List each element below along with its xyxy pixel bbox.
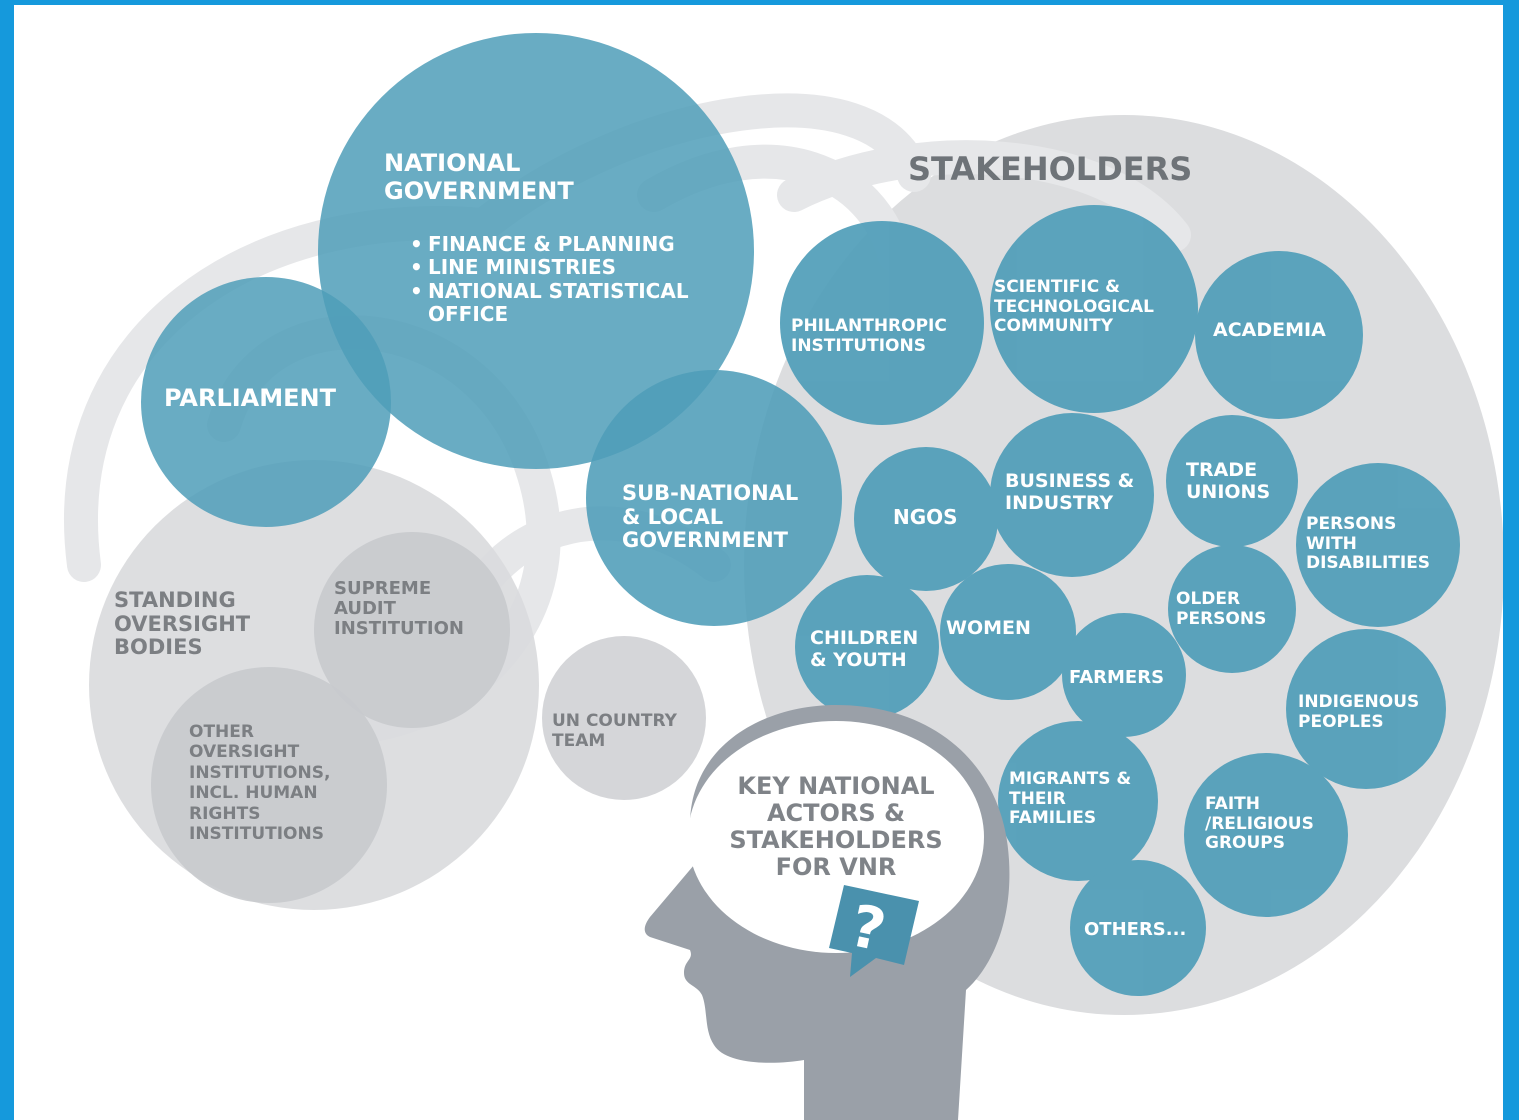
supreme-audit-label: SUPREME AUDIT INSTITUTION <box>334 578 464 640</box>
philanthropic-circle <box>780 221 984 425</box>
migrants-circle <box>998 721 1158 881</box>
trade-unions-circle <box>1166 415 1298 547</box>
stakeholder-diagram: ? <box>64 33 1503 1120</box>
farmers-circle <box>1062 613 1186 737</box>
national-government-list: FINANCE & PLANNING LINE MINISTRIES NATIO… <box>406 232 689 327</box>
children-youth-circle <box>795 575 939 719</box>
question-mark-icon: ? <box>829 885 919 977</box>
standing-oversight-label: STANDING OVERSIGHT BODIES <box>114 588 251 660</box>
other-oversight-circle <box>151 667 387 903</box>
center-title: KEY NATIONAL ACTORS & STAKEHOLDERS FOR V… <box>729 772 943 882</box>
ngos-circle <box>854 447 998 591</box>
brain-window <box>688 721 984 953</box>
older-persons-label: OLDER PERSONS <box>1176 589 1267 629</box>
national-government-label: NATIONAL GOVERNMENT <box>384 149 574 205</box>
list-item: LINE MINISTRIES <box>410 255 689 280</box>
business-circle <box>990 413 1154 577</box>
persons-disabilities-circle <box>1296 463 1460 627</box>
academia-circle <box>1195 251 1363 419</box>
farmers-label: FARMERS <box>1069 667 1165 688</box>
migrants-label: MIGRANTS & THEIR FAMILIES <box>1009 769 1132 829</box>
scientific-label: SCIENTIFIC & TECHNOLOGICAL COMMUNITY <box>994 277 1155 337</box>
indigenous-label: INDIGENOUS PEOPLES <box>1298 692 1420 732</box>
others-label: OTHERS... <box>1084 919 1187 940</box>
sub-national-label: SUB-NATIONAL & LOCAL GOVERNMENT <box>622 481 799 553</box>
faith-circle <box>1184 753 1348 917</box>
un-country-team-label: UN COUNTRY TEAM <box>552 711 677 752</box>
ngos-label: NGOS <box>893 505 958 529</box>
older-persons-circle <box>1168 545 1296 673</box>
business-label: BUSINESS & INDUSTRY <box>1005 470 1135 514</box>
list-item: FINANCE & PLANNING <box>410 232 689 257</box>
parliament-circle <box>141 277 391 527</box>
persons-disabilities-label: PERSONS WITH DISABILITIES <box>1306 514 1431 574</box>
list-item: NATIONAL STATISTICAL OFFICE <box>410 279 689 327</box>
infographic-frame: ? NATIONAL GOVERNMENT FINANCE & PLANNING… <box>14 5 1503 1120</box>
sub-national-circle <box>586 370 842 626</box>
children-youth-label: CHILDREN & YOUTH <box>810 627 919 671</box>
faith-label: FAITH /RELIGIOUS GROUPS <box>1205 794 1314 854</box>
scientific-circle <box>990 205 1198 413</box>
others-circle <box>1070 860 1206 996</box>
other-oversight-label: OTHER OVERSIGHT INSTITUTIONS, INCL. HUMA… <box>189 722 331 844</box>
stakeholders-title: STAKEHOLDERS <box>908 150 1193 188</box>
indigenous-circle <box>1286 629 1446 789</box>
supreme-audit-circle <box>314 532 510 728</box>
parliament-label: PARLIAMENT <box>164 384 336 412</box>
women-label: WOMEN <box>946 617 1031 639</box>
un-country-team-circle <box>542 636 706 800</box>
philanthropic-label: PHILANTHROPIC INSTITUTIONS <box>791 316 947 356</box>
academia-label: ACADEMIA <box>1213 319 1326 341</box>
trade-unions-label: TRADE UNIONS <box>1186 459 1271 503</box>
women-circle <box>940 564 1076 700</box>
